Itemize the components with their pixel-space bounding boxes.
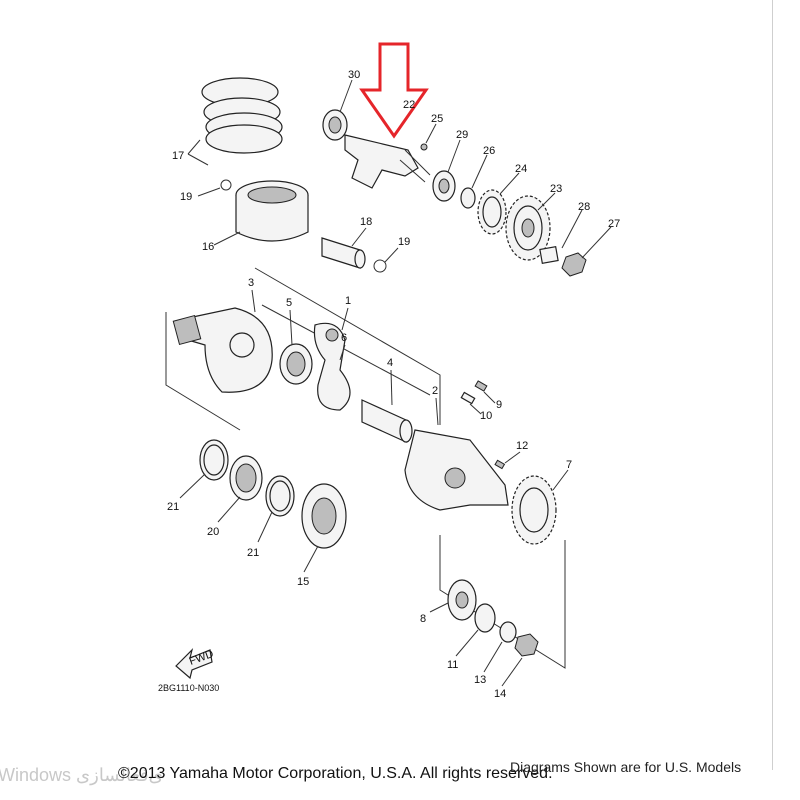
callout: 30: [348, 69, 360, 81]
piston-assembly: [187, 77, 399, 273]
callout: 14: [494, 688, 506, 700]
lower-washers: [429, 579, 539, 687]
callout: 7: [566, 459, 572, 471]
diagram-code: 2BG1110-N030: [158, 683, 220, 693]
page-frame-line: [772, 0, 773, 770]
fwd-arrow: FWD: [175, 648, 215, 680]
callout: 18: [360, 216, 372, 228]
callout: 23: [550, 183, 562, 195]
models-note: Diagrams Shown are for U.S. Models: [510, 759, 742, 775]
callout: 21: [247, 547, 259, 559]
callout: 10: [480, 410, 492, 422]
highlight-arrow: [359, 42, 429, 139]
callout: 12: [516, 440, 528, 452]
crankshaft-assembly: [165, 267, 569, 669]
callout: 19: [180, 191, 192, 203]
callout: 25: [431, 113, 443, 125]
lower-bearings: [179, 439, 347, 573]
callout: 20: [207, 526, 219, 538]
callout: 6: [341, 332, 347, 344]
callout: 28: [578, 201, 590, 213]
callout-labels: 30 22 25 29 26 24 23 28 27 17 19 18 19 1…: [167, 69, 620, 700]
balancer-assembly: [322, 79, 612, 277]
callout: 13: [474, 674, 486, 686]
callout: 9: [496, 399, 502, 411]
callout: 1: [345, 295, 351, 307]
callout: 5: [286, 297, 292, 309]
callout: 17: [172, 150, 184, 162]
callout: 4: [387, 357, 393, 369]
callout: 11: [447, 659, 458, 671]
callout: 3: [248, 277, 254, 289]
callout: 26: [483, 145, 495, 157]
callout: 16: [202, 241, 214, 253]
callout: 29: [456, 129, 468, 141]
callout: 27: [608, 218, 620, 230]
callout: 15: [297, 576, 309, 588]
callout: 22: [403, 99, 415, 111]
callout: 8: [420, 613, 426, 625]
callout: 24: [515, 163, 527, 175]
windows-watermark: Windows ی‌فعالسازی: [0, 765, 163, 785]
callout: 21: [167, 501, 179, 513]
callout: 2: [432, 385, 438, 397]
copyright-text: ©2013 Yamaha Motor Corporation, U.S.A. A…: [118, 765, 553, 782]
callout: 19: [398, 236, 410, 248]
